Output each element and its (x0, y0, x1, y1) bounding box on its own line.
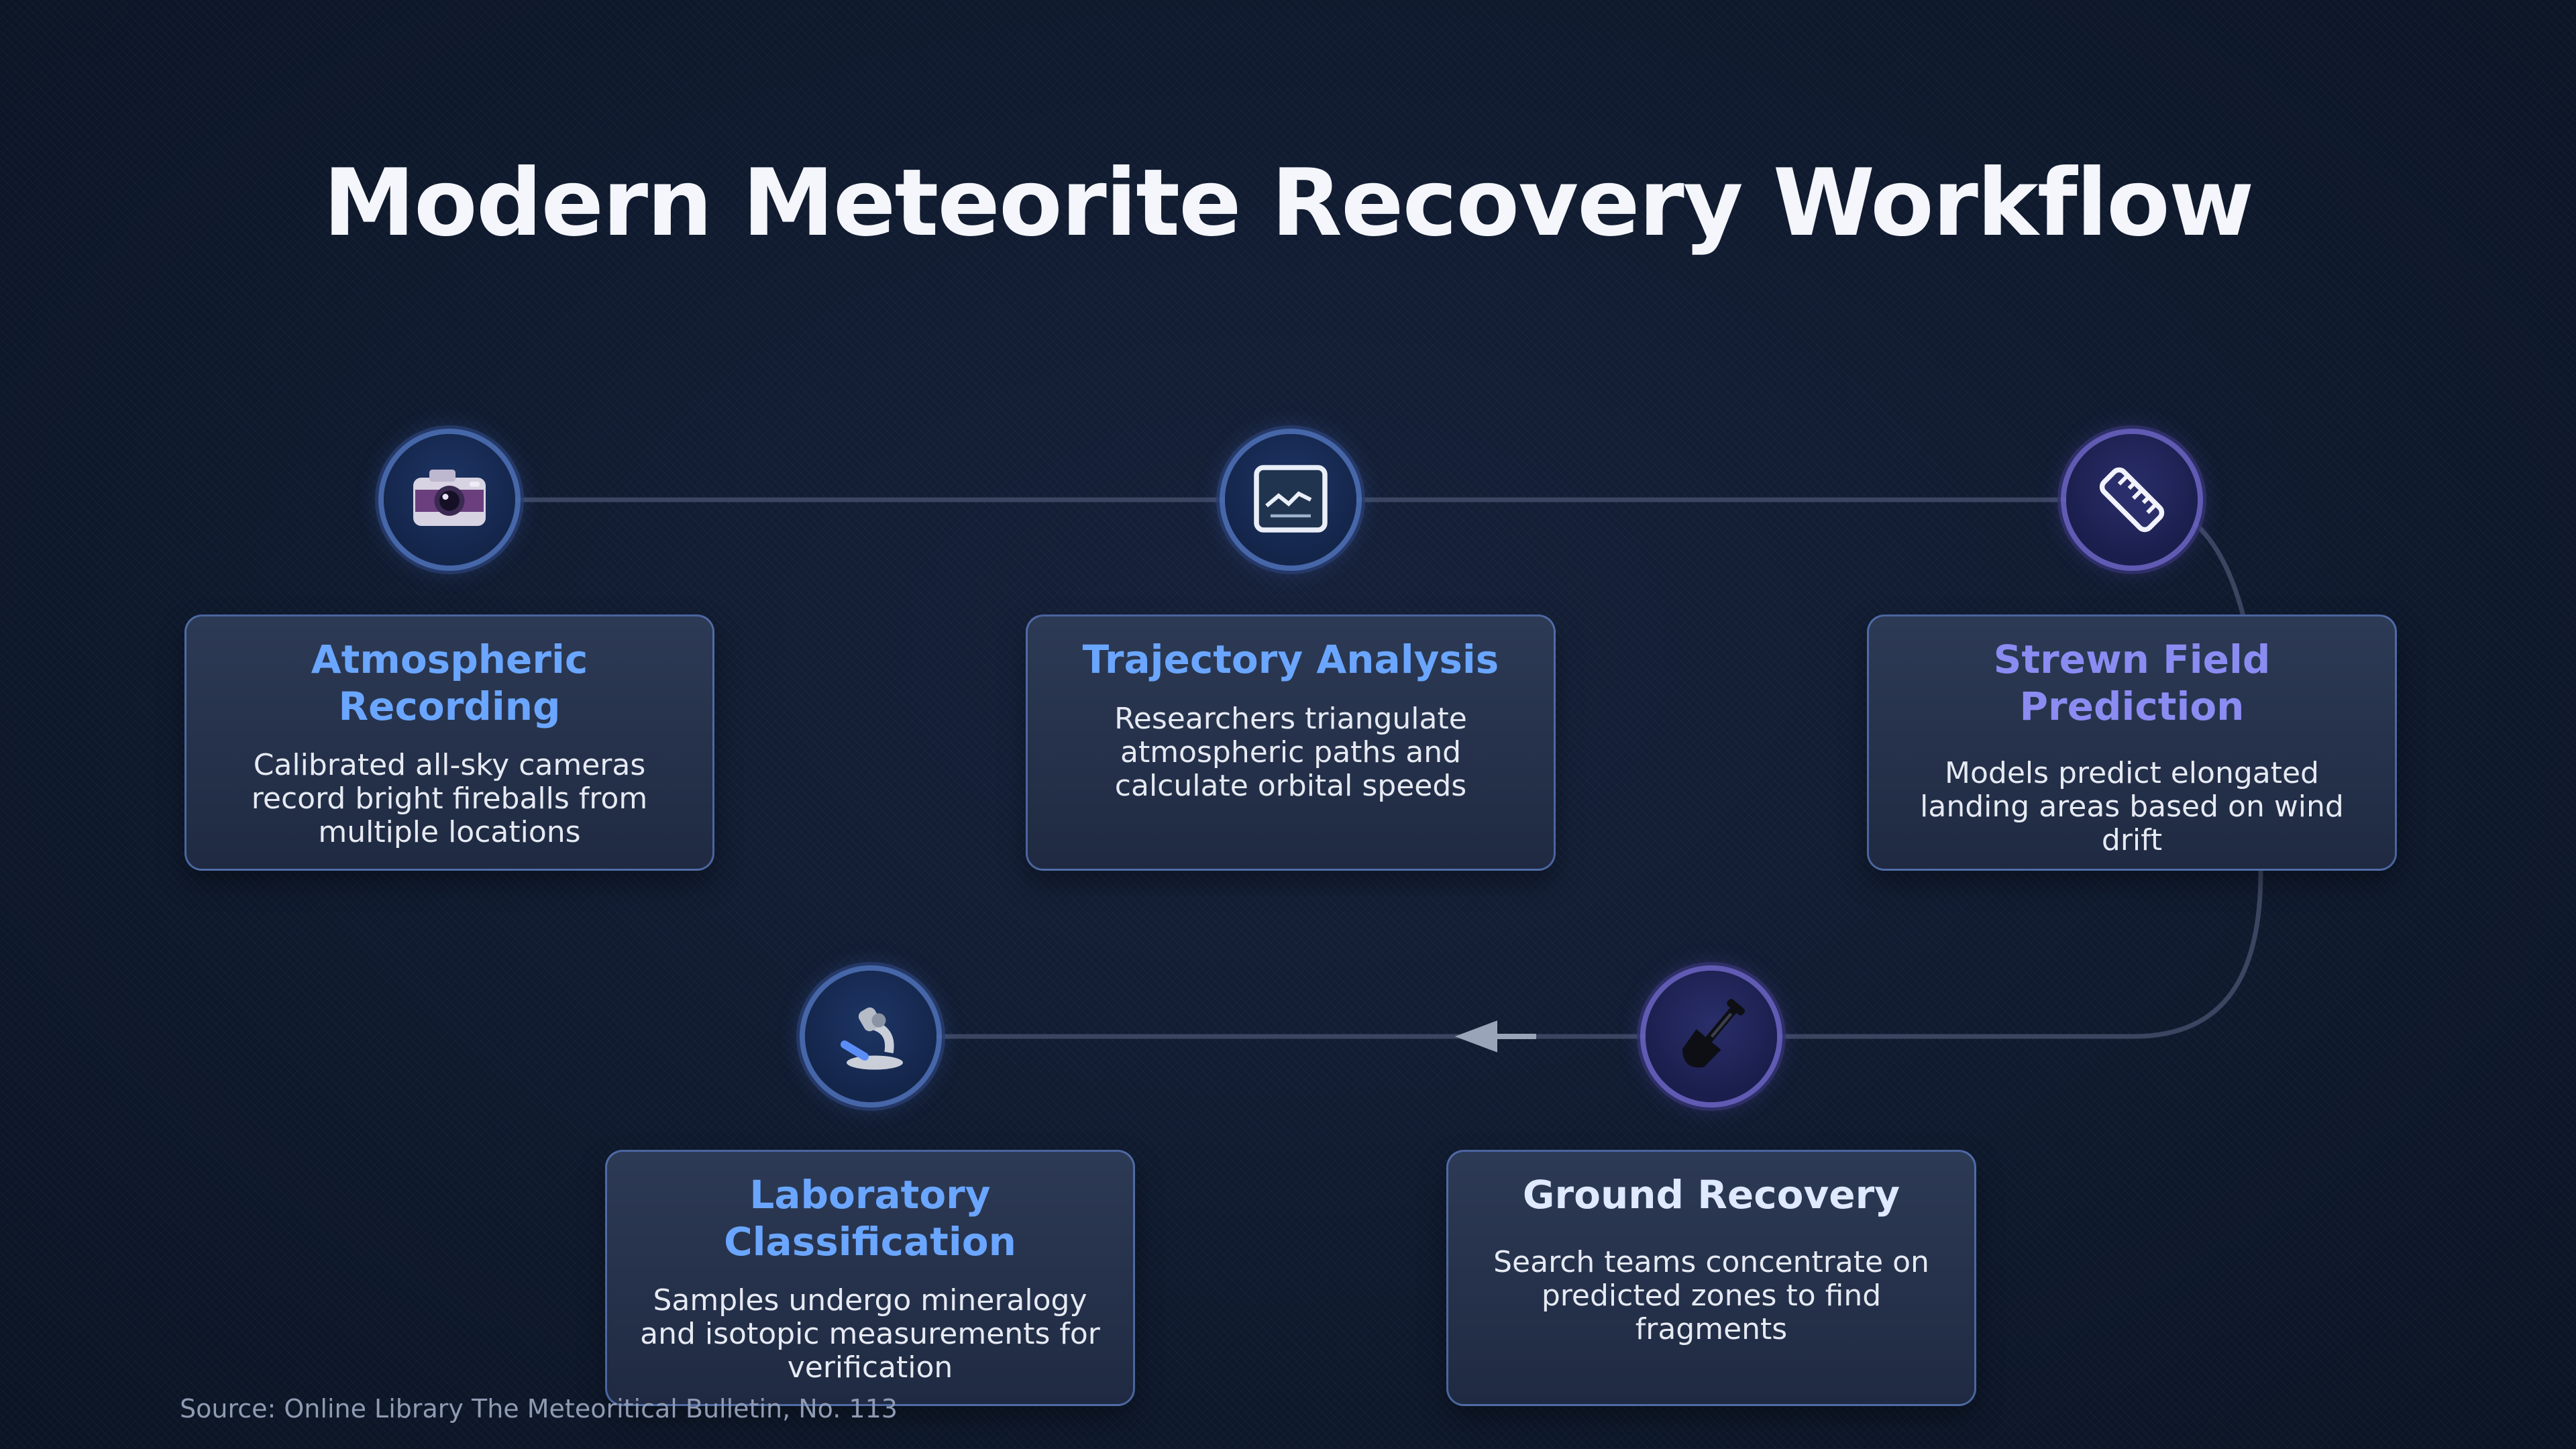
page-title: Modern Meteorite Recovery Workflow (323, 149, 2255, 258)
step-node-ground-recovery (1646, 971, 1777, 1102)
step-description: Researchers triangulate atmospheric path… (1114, 701, 1467, 803)
step-description: Models predict elongated landing areas b… (1920, 756, 2344, 858)
camera-icon (413, 470, 486, 526)
step-card-ground-recovery: Ground Recovery Search teams concentrate… (1446, 1150, 1976, 1406)
source-note: Source: Online Library The Meteoritical … (180, 1394, 898, 1424)
shovel-icon (1682, 998, 1746, 1068)
step-node-laboratory-classification (805, 971, 936, 1102)
step-node-atmospheric-recording (384, 434, 515, 566)
ruler-icon (2099, 467, 2165, 533)
step-title: Strewn Field Prediction (1993, 637, 2271, 729)
step-description: Calibrated all-sky cameras record bright… (251, 748, 648, 850)
step-title: Ground Recovery (1522, 1172, 1900, 1218)
step-card-strewn-field-prediction: Strewn Field Prediction Models predict e… (1867, 614, 2397, 871)
step-node-strewn-field-prediction (2066, 434, 2198, 566)
step-title: Trajectory Analysis (1082, 637, 1499, 682)
step-title: Laboratory Classification (724, 1172, 1016, 1265)
step-title: Atmospheric Recording (311, 637, 588, 729)
step-node-trajectory-analysis (1225, 434, 1356, 566)
trajectory-chart-icon (1254, 465, 1328, 533)
step-card-trajectory-analysis: Trajectory Analysis Researchers triangul… (1026, 614, 1556, 871)
step-card-laboratory-classification: Laboratory Classification Samples underg… (605, 1150, 1135, 1406)
step-description: Search teams concentrate on predicted zo… (1493, 1244, 1929, 1346)
step-description: Samples undergo mineralogy and isotopic … (640, 1283, 1100, 1385)
microscope-icon (841, 1007, 903, 1070)
step-card-atmospheric-recording: Atmospheric Recording Calibrated all-sky… (184, 614, 714, 871)
arrow-left-icon (1454, 1020, 1536, 1053)
